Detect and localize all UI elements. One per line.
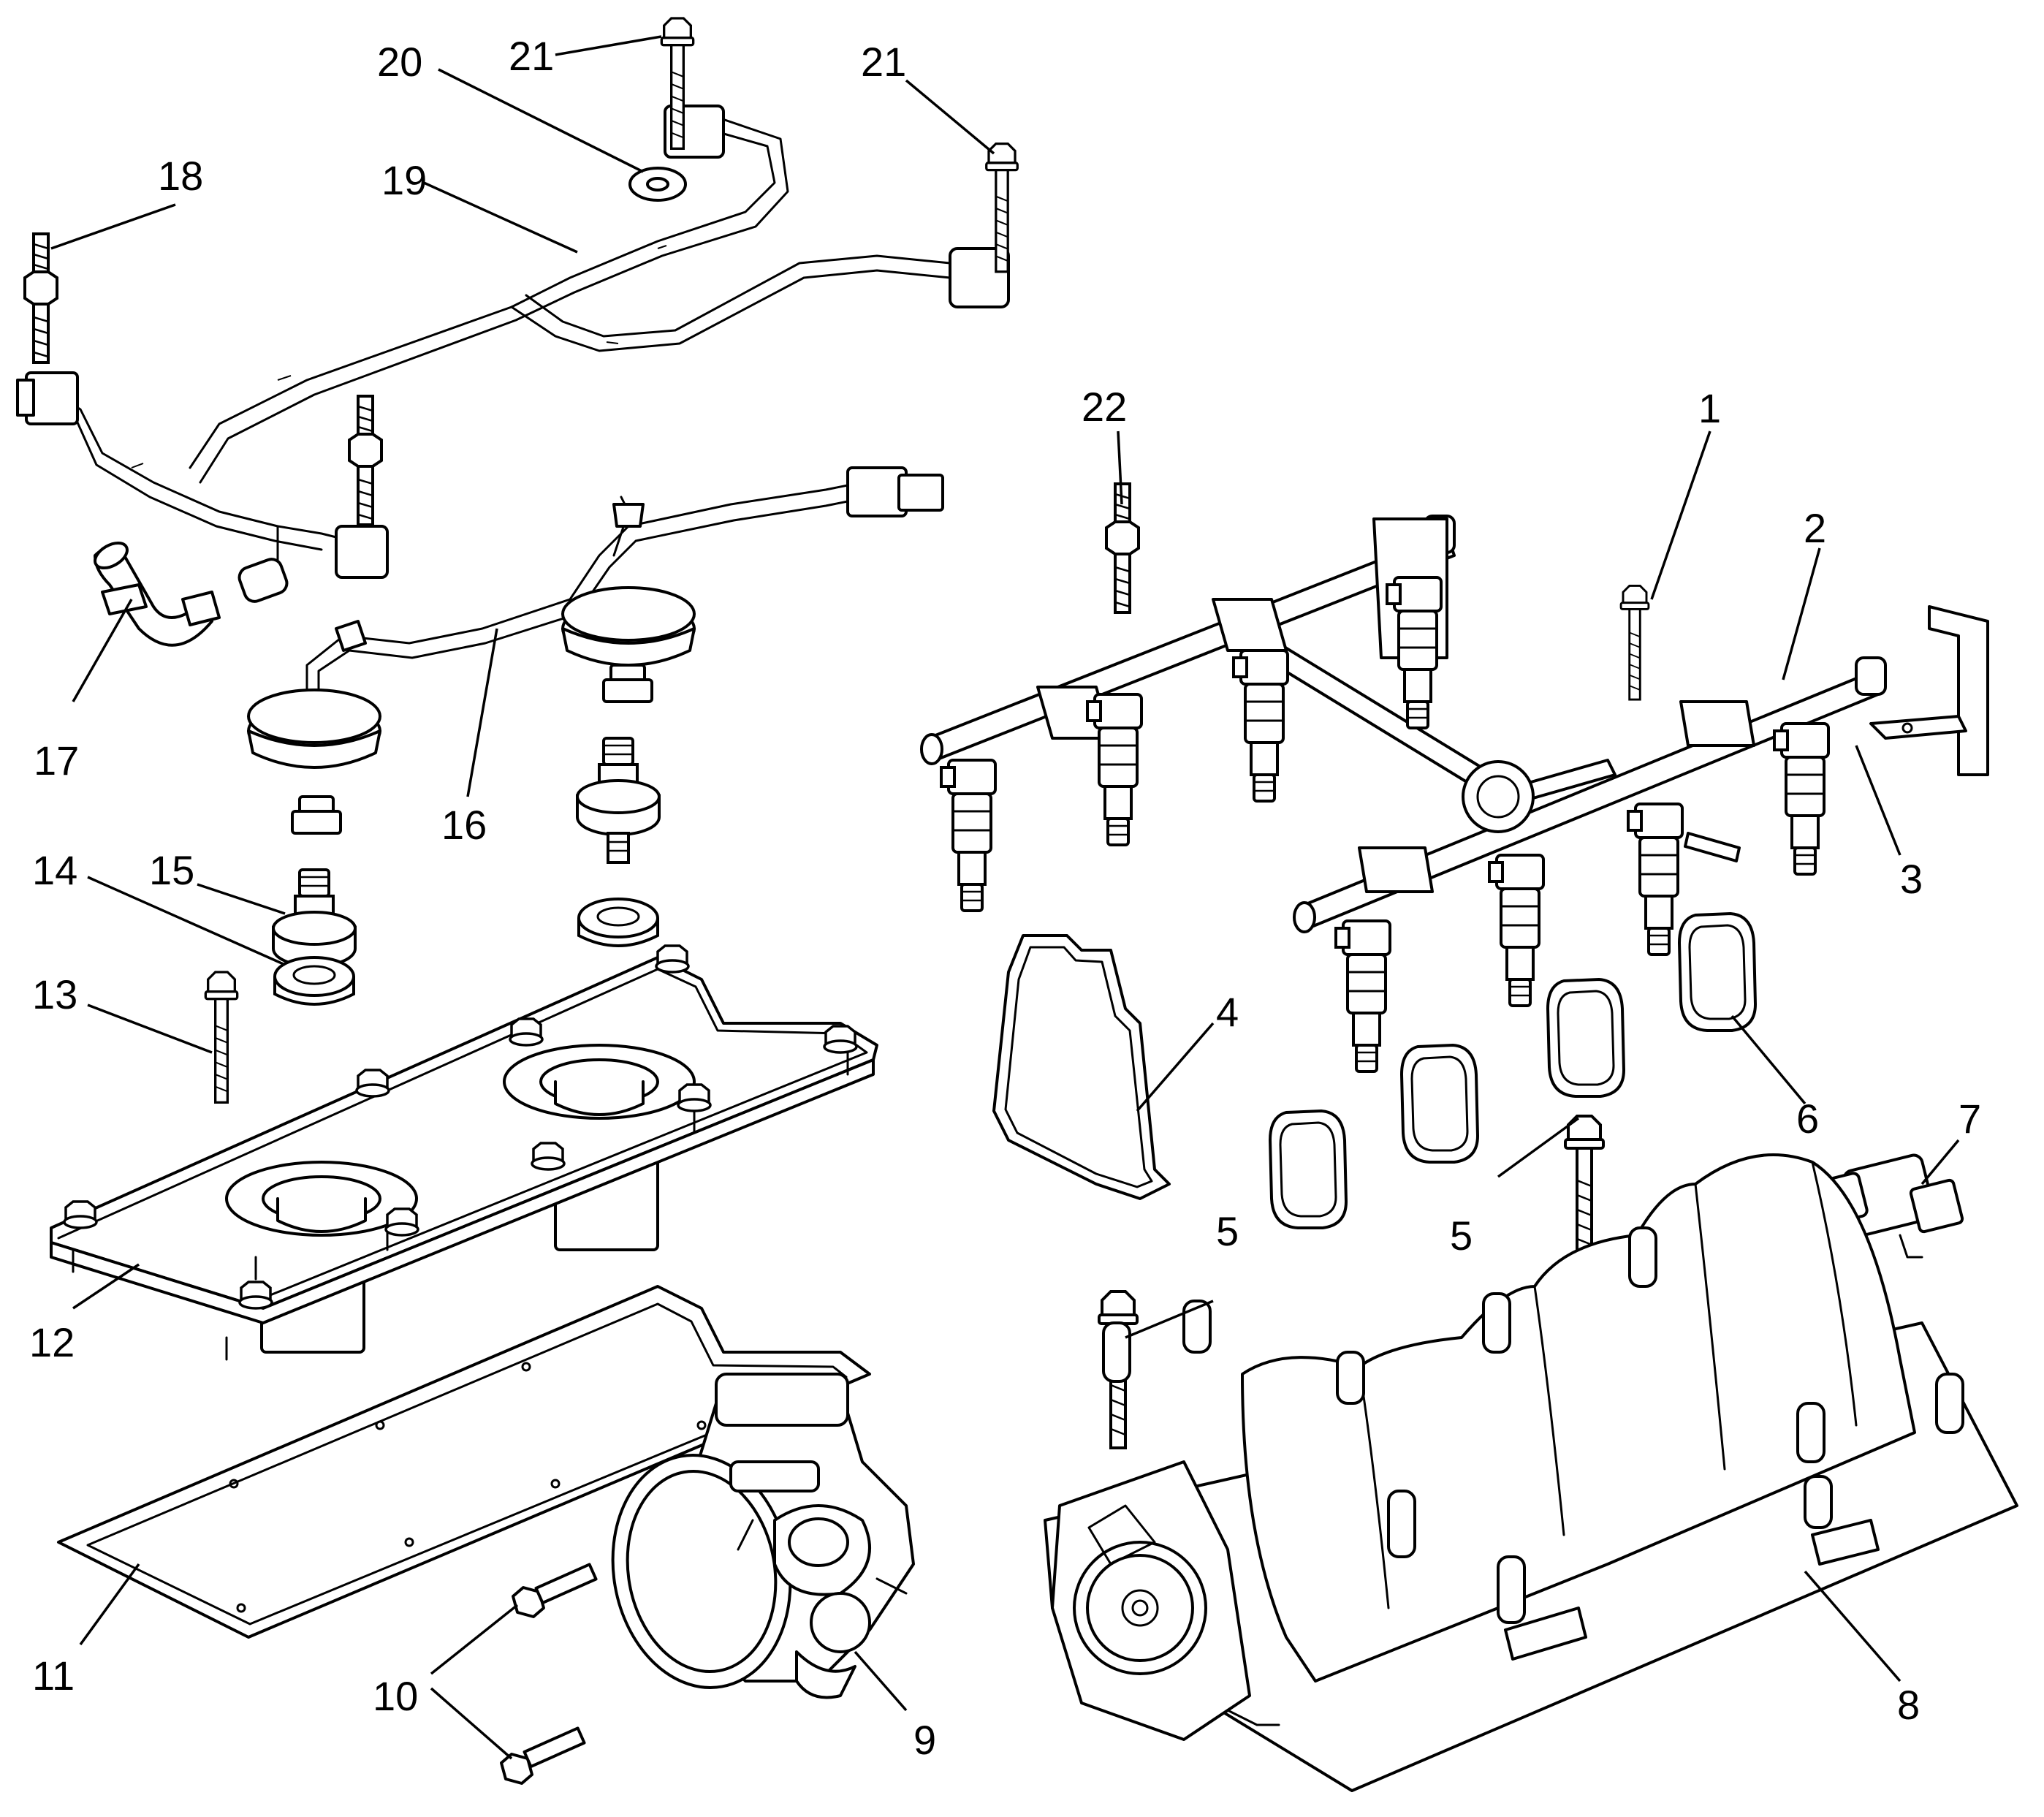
knock-sensor-15-right (576, 737, 661, 864)
injector (940, 759, 997, 912)
callout-8: 8 (1897, 1682, 1920, 1728)
intake-manifold-8 (1044, 1153, 2018, 1792)
bolt-10-lower (500, 1726, 586, 1785)
stud (348, 395, 383, 526)
nut (63, 1200, 98, 1229)
bolt-13 (205, 972, 237, 1102)
oring-6 (1400, 1044, 1479, 1164)
callout-20: 20 (377, 39, 422, 85)
callout-3: 3 (1900, 856, 1923, 902)
callout-9: 9 (913, 1717, 936, 1763)
leader-lines (50, 35, 1960, 1760)
oring-6 (1678, 912, 1757, 1032)
callout-labels: 1 2 3 4 5 5 6 7 8 9 10 11 12 13 14 15 16… (29, 33, 1981, 1763)
bolt-10-upper (512, 1563, 598, 1618)
nut (238, 1281, 273, 1310)
grommet-14-left (273, 956, 355, 1006)
injector (1627, 803, 1684, 956)
valley-cover-12 (50, 956, 878, 1361)
bolt-1 (1619, 585, 1650, 701)
injector (1488, 854, 1545, 1007)
injector (1773, 722, 1830, 876)
hose-17 (94, 541, 221, 647)
callout-15: 15 (149, 847, 194, 893)
nut (509, 1017, 544, 1047)
bracket-3 (1869, 605, 1989, 776)
callout-22: 22 (1082, 384, 1127, 430)
harness-16 (247, 466, 944, 835)
callout-5-left: 5 (1216, 1208, 1239, 1254)
gasket-11 (57, 1285, 871, 1639)
callout-10: 10 (373, 1673, 418, 1719)
callout-13: 13 (32, 971, 77, 1017)
callout-21-upper: 21 (509, 33, 554, 79)
nut (384, 1207, 419, 1237)
callout-19: 19 (381, 157, 427, 203)
nut (531, 1142, 566, 1171)
nut (677, 1083, 712, 1112)
callout-6: 6 (1796, 1096, 1819, 1142)
injector (1232, 649, 1289, 803)
nut (823, 1025, 858, 1054)
injector (1086, 693, 1143, 846)
injector (1334, 919, 1391, 1073)
callout-4: 4 (1216, 989, 1239, 1035)
callout-5-right: 5 (1450, 1213, 1473, 1259)
callout-18: 18 (158, 153, 203, 199)
callout-16: 16 (441, 802, 487, 848)
callout-7: 7 (1958, 1096, 1981, 1142)
gasket-4 (992, 934, 1171, 1200)
callout-11: 11 (32, 1653, 75, 1699)
throttle-body-9 (611, 1373, 915, 1699)
oring-6 (1546, 978, 1625, 1098)
callout-21-right: 21 (861, 39, 906, 85)
fuel-rail-2 (920, 515, 1887, 933)
harness-19 (16, 105, 1010, 603)
nut (355, 1069, 390, 1098)
oring-6 (1269, 1109, 1348, 1229)
callout-1: 1 (1698, 385, 1721, 431)
callout-2: 2 (1804, 505, 1826, 551)
grommet-14-right (577, 898, 659, 947)
callout-17: 17 (34, 737, 79, 784)
callout-14: 14 (32, 847, 77, 893)
nut (655, 944, 690, 974)
callout-12: 12 (29, 1319, 75, 1365)
stud-18 (23, 232, 58, 364)
